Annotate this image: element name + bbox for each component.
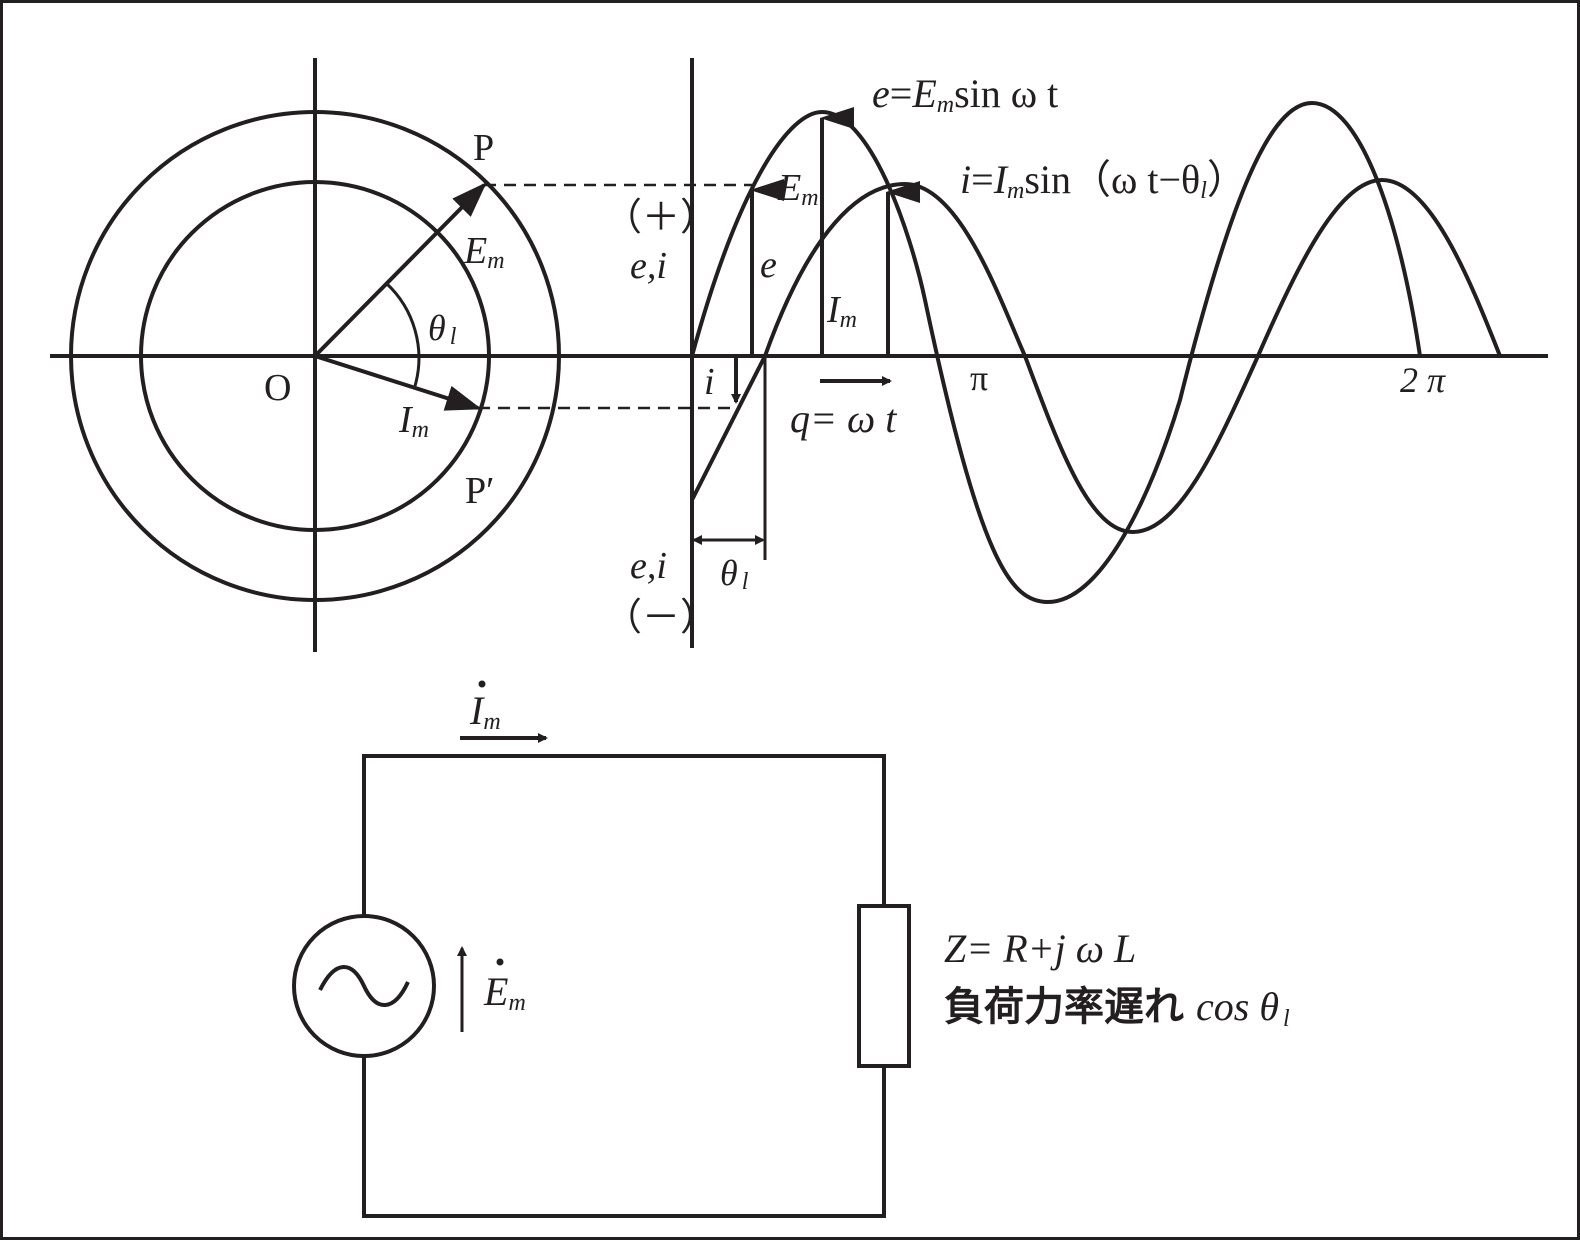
theta-angle-arc [384, 281, 421, 387]
point-p-label: P [473, 127, 494, 169]
source-dot [496, 958, 504, 966]
origin-label: O [264, 367, 291, 409]
minus-sign-label: （－） [604, 597, 718, 639]
i-equation: i=Imsin（ω t−θl） [960, 157, 1247, 204]
angle-variable-label: q= ω t [790, 396, 897, 441]
ac-source-circle [292, 914, 436, 1058]
circuit-wire [362, 754, 886, 1218]
e-arrow-label: e [760, 244, 777, 286]
ei-upper-label: e,i [630, 245, 667, 287]
ei-lower-label: e,i [630, 545, 667, 587]
e-equation: e=Emsin ω t [872, 71, 1058, 118]
im-peak-label: Im [826, 289, 857, 333]
impedance-formula: Z= R+j ω L [944, 926, 1136, 971]
im-phasor-arrow [314, 354, 482, 411]
plus-sign-label: （＋） [604, 197, 718, 239]
em-phasor-arrow [313, 182, 487, 358]
point-p-prime-label: P′ [465, 470, 494, 512]
load-impedance-box [857, 904, 911, 1068]
i-start-line [690, 355, 767, 501]
i-arrow-label: i [704, 361, 715, 403]
im-phasor-label: Im [398, 399, 429, 443]
two-pi-tick-label: 2 π [1400, 360, 1446, 400]
source-voltage-label: Em [483, 969, 526, 1016]
pi-tick-label: π [970, 358, 988, 398]
waveform-diagram: e=Emsin ω t i=Imsin（ω t−θl） （＋） e,i e,i … [604, 58, 1502, 648]
em-peak-label: Em [777, 167, 819, 211]
ac-source-icon [318, 965, 410, 1007]
current-dot [478, 680, 486, 688]
em-phasor-label: Em [463, 230, 505, 274]
current-label: Im [469, 688, 501, 735]
